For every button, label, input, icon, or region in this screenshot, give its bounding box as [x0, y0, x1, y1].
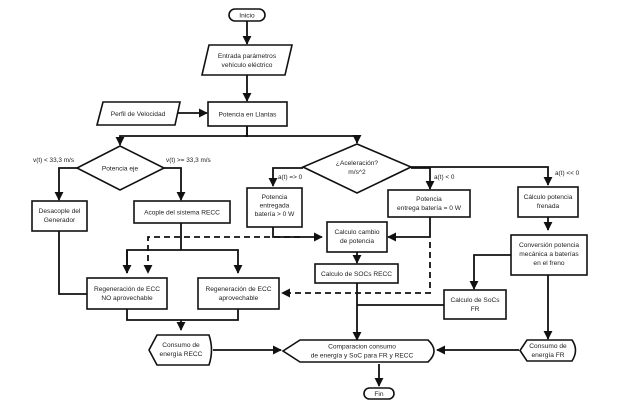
node-comparacion: Comparacion consumo de energía y SoC par…: [281, 339, 435, 363]
node-pot-entrega-cero: Potencia entrega batería = 0 W: [387, 189, 471, 218]
node-soc-recc-text: Calculo de SOCs RECC: [321, 271, 392, 278]
node-calc-frenada-text-2: frenada: [537, 203, 560, 210]
node-aceleracion-text-2: m/s^2: [348, 169, 366, 176]
edge-cero-regensi-dashed: [281, 242, 431, 298]
edge-label-v-low: v(t) < 33,3 m/s: [33, 157, 74, 164]
node-calc-cambio-text-2: de potencia: [340, 238, 374, 245]
node-calc-cambio-text-1: Calculo cambio: [334, 229, 379, 236]
node-pot-entregada-pos-text-3: batería > 0 W: [255, 211, 296, 218]
edge-pos-regenno-dashed: [143, 236, 300, 274]
node-calc-frenada-text-1: Cálculo potencia: [524, 194, 573, 201]
node-perfil-text: Perfil de Velocidad: [111, 111, 166, 118]
node-soc-fr-text-1: Calculo de SoCs: [450, 297, 500, 304]
node-comparacion-text-1: Comparacion consumo: [328, 344, 396, 351]
node-potencia-llantas-text: Potencia en Llantas: [219, 112, 278, 119]
edge-accel-strongneg: [411, 166, 553, 186]
node-acople: Acople del sistema RECC: [133, 200, 231, 224]
node-desacople-text-1: Desacople del: [39, 208, 81, 215]
edge-regen-consumo: [126, 309, 239, 330]
edge-acople-regen: [126, 223, 238, 273]
node-consumo-recc: Consumo de energía RECC: [148, 334, 213, 366]
edge-potencia-split: [115, 126, 248, 146]
edge-conv-socfr: [469, 254, 516, 290]
node-desacople-text-2: Generador: [44, 217, 76, 224]
node-potencia-eje-text: Potencia eje: [102, 166, 139, 173]
node-soc-recc: Calculo de SOCs RECC: [314, 263, 399, 284]
node-pot-entrega-cero-text-1: Potencia: [416, 196, 442, 203]
node-entrada-text-1: Entrada parámetros: [218, 53, 277, 60]
connectors: [54, 21, 553, 387]
node-conversion-text-2: mecánica a baterías: [519, 251, 579, 258]
node-pot-entregada-pos-text-1: Potencia: [262, 194, 288, 201]
node-consumo-recc-text-1: Consumo de: [162, 342, 200, 349]
node-entrada-text-2: vehículo eléctrico: [222, 62, 273, 69]
node-regen-no-text-2: NO aprovechable: [101, 295, 153, 302]
edge-desacople-regen: [58, 230, 87, 295]
node-regen-si: Regeneración de ECC aprovechable: [197, 277, 280, 310]
node-inicio-text: Inicio: [239, 13, 255, 20]
edge-eje-desacople: [54, 167, 78, 201]
edge-potencia-to-accel: [246, 126, 357, 143]
node-regen-si-text-1: Regeneración de ECC: [206, 286, 272, 293]
node-calc-frenada: Cálculo potencia frenada: [517, 186, 579, 218]
node-potencia-llantas: Potencia en Llantas: [207, 101, 288, 127]
node-regen-no-text-1: Regeneración de ECC: [94, 286, 160, 293]
node-conversion-text-1: Conversión potencia: [519, 242, 579, 249]
node-potencia-eje: Potencia eje: [75, 145, 166, 191]
edge-cero-calc: [387, 217, 431, 242]
node-desacople: Desacople del Generador: [31, 200, 88, 232]
node-fin-text: Fin: [374, 391, 383, 398]
edge-label-a-pos: a(t) => 0: [278, 174, 303, 181]
edge-pos-calc: [272, 227, 323, 242]
node-aceleracion-text-1: ¿Aceleración?: [336, 160, 378, 167]
node-consumo-fr-text-1: Consumo de: [529, 343, 567, 350]
edge-label-v-high: v(t) >= 33,3 m/s: [166, 157, 211, 164]
node-pot-entrega-cero-text-2: entrega batería = 0 W: [397, 205, 462, 212]
node-soc-fr: Calculo de SoCs FR: [443, 289, 507, 320]
node-conversion-text-3: en el freno: [533, 260, 564, 267]
node-pot-entregada-pos-text-2: entregada: [260, 203, 290, 210]
node-fin: Fin: [363, 387, 395, 400]
node-calc-cambio: Calculo cambio de potencia: [326, 221, 388, 253]
edge-eje-acople: [164, 167, 186, 201]
node-consumo-recc-text-2: energía RECC: [160, 351, 203, 358]
edge-accel-neg: [411, 167, 435, 190]
node-conversion: Conversión potencia mecánica a baterías …: [510, 234, 588, 276]
node-pot-entregada-pos: Potencia entregada batería > 0 W: [246, 187, 303, 228]
node-consumo-fr: Consumo de energía FR: [519, 339, 577, 362]
node-comparacion-text-2: de energía y SoC para FR y RECC: [311, 353, 414, 360]
node-entrada: Entrada parámetros vehículo eléctrico: [200, 44, 294, 76]
edge-label-a-neg: a(t) < 0: [434, 174, 455, 181]
node-regen-no: Regeneración de ECC NO aprovechable: [86, 277, 168, 310]
node-perfil: Perfil de Velocidad: [95, 101, 181, 126]
edge-accel-pos: [268, 167, 303, 187]
edge-label-a-strong-neg: a(t) << 0: [555, 170, 580, 177]
node-regen-si-text-2: aprovechable: [219, 295, 259, 302]
node-soc-fr-text-2: FR: [471, 306, 480, 313]
node-inicio: Inicio: [228, 8, 266, 22]
node-aceleracion: ¿Aceleración? m/s^2: [301, 143, 413, 194]
node-acople-text: Acople del sistema RECC: [144, 210, 220, 217]
node-consumo-fr-text-2: energía FR: [532, 352, 565, 359]
